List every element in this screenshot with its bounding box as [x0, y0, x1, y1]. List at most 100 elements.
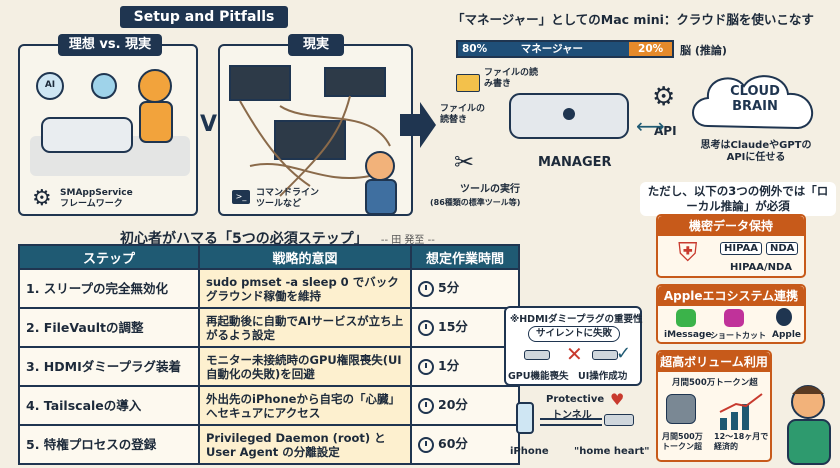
wrench-icon: ✂ [454, 148, 475, 176]
volume-left-label: 月間500万トークン超 [662, 432, 703, 451]
growth-chart-icon [719, 393, 763, 430]
ideal-label: 理想 vs. 現実 [58, 34, 162, 56]
step-cell: 1. スリープの完全無効化 [18, 268, 200, 309]
cmd-caption: コマンドライン ツールなど [256, 188, 336, 210]
message-icon [676, 309, 696, 327]
folder-icon [456, 74, 480, 92]
steps-table: ステップ 戦略的意図 想定作業時間 1. スリープの完全無効化 sudo pms… [18, 244, 520, 465]
home-mac-icon [604, 414, 634, 426]
hipaa-tag: HIPAA [720, 242, 762, 255]
table-row: 1. スリープの完全無効化 sudo pmset -a sleep 0 でバック… [18, 268, 520, 309]
ui-success-label: UI操作成功 [578, 371, 628, 382]
brain-share: 20% [629, 42, 672, 56]
step-cell: 5. 特権プロセスの登録 [18, 424, 200, 465]
time-cell: 5分 [410, 268, 520, 309]
file-write-label: ファイルの読替き [440, 104, 486, 125]
volume-box: 超高ボリューム利用 月間500万トークン超 月間500万トークン超 12〜18ヶ… [656, 350, 772, 462]
tunnel-label: トンネル [552, 410, 592, 421]
role-bar: 80% マネージャー 20% [456, 40, 674, 58]
apple-box: Appleエコシステム連携 iMessage ショートカット Apple [656, 284, 806, 344]
cloud-brain-label: CLOUD BRAIN [730, 84, 780, 114]
table-row: 3. HDMIダミープラグ装着 モニター未接続時のGPU権限喪失(UI自動化の失… [18, 346, 520, 387]
shield-icon: ⛨ [678, 238, 698, 268]
table-row: 2. FileVaultの調整 再起動後に自動でAIサービスが立ち上がるよう設定… [18, 307, 520, 348]
tool-note-label: (86種類の標準ツール等) [430, 198, 521, 207]
database-icon [666, 394, 696, 424]
iphone-icon [516, 402, 534, 434]
ideal-panel: 理想 vs. 現実 AI ⚙ SMAppService フレームワーク [18, 34, 198, 216]
reality-panel: 現実 >_ コマンドライン ツールなど [218, 34, 413, 216]
imessage-label: iMessage [664, 330, 712, 340]
ideal-caption-line2: フレームワーク [60, 199, 123, 209]
volume-top-label: 月間500万トークン超 [672, 378, 758, 388]
gear-icon: ⚙ [32, 186, 52, 211]
time-cell: 60分 [410, 424, 520, 465]
clock-icon [418, 436, 434, 453]
api-arrow-icon: ⟷ [636, 114, 665, 138]
check-icon: ✓ [616, 343, 632, 364]
time-cell: 20分 [410, 385, 520, 426]
hipaa-caption: HIPAA/NDA [730, 262, 793, 273]
ideal-caption-line1: SMAppService [60, 188, 133, 198]
setup-title: Setup and Pitfalls [120, 6, 288, 28]
apple-head: Appleエコシステム連携 [658, 286, 804, 306]
steps-title: 初心者がハマる「5つの必須ステップ」 -- 田 発至 -- [120, 228, 520, 248]
shortcut-icon [724, 309, 744, 327]
time-cell: 1分 [410, 346, 520, 387]
nda-tag: NDA [766, 242, 799, 255]
purpose-cell: Privileged Daemon (root) と User Agent の分… [198, 424, 412, 465]
brain-label: 脳 (推論) [680, 44, 727, 57]
manager-share: 80% マネージャー [458, 42, 630, 56]
time-value: 60分 [438, 436, 468, 452]
purpose-cell: sudo pmset -a sleep 0 でバックグラウンド稼働を維持 [198, 268, 412, 309]
cloud-note: 思考はClaudeやGPTのAPIに任せる [700, 140, 812, 163]
apple-icon [776, 308, 792, 326]
exception-title: ただし、以下の3つの例外では「ローカル推論」が必須 [640, 182, 836, 216]
table-row: 5. 特権プロセスの登録 Privileged Daemon (root) と … [18, 424, 520, 465]
ideal-illustration [30, 69, 190, 176]
clock-icon [418, 280, 434, 297]
shortcut-label: ショートカット [710, 331, 766, 340]
heart-icon: ♥ [610, 390, 625, 409]
hdmi-title: ※HDMIダミープラグの重要性 [510, 314, 643, 325]
cloud-icon [692, 75, 814, 130]
col-purpose: 戦略的意図 [198, 244, 412, 270]
iphone-label: iPhone [510, 446, 549, 457]
tool-exec-label: ツールの実行 [460, 184, 520, 195]
gear-icon: ⚙ [652, 82, 676, 112]
confidential-head: 機密データ保持 [658, 216, 804, 236]
confidential-box: 機密データ保持 ⛨ HIPAA NDA HIPAA/NDA [656, 214, 806, 278]
steps-title-text: 初心者がハマる「5つの必須ステップ」 [120, 231, 368, 247]
clock-icon [418, 319, 434, 336]
time-value: 20分 [438, 397, 468, 413]
gpu-fail-label: GPU機能喪失 [508, 371, 569, 382]
manager-share-label: マネージャー [520, 43, 584, 55]
api-label: API [654, 124, 677, 138]
manager-label: MANAGER [538, 155, 612, 170]
silent-fail-pill: サイレントに失敗 [528, 326, 620, 342]
cmd-caption-line1: コマンドライン [256, 188, 320, 198]
thinking-person-illustration [787, 385, 831, 465]
col-step: ステップ [18, 244, 200, 270]
hdmi-box: ※HDMIダミープラグの重要性 サイレントに失敗 ✕ ✓ GPU機能喪失 UI操… [504, 306, 643, 386]
time-value: 1分 [438, 358, 460, 374]
step-cell: 2. FileVaultの調整 [18, 307, 200, 348]
file-read-label: ファイルの読み書き [484, 68, 539, 89]
x-icon: ✕ [566, 342, 583, 366]
purpose-cell: モニター未接続時のGPU権限喪失(UI自動化の失敗)を回避 [198, 346, 412, 387]
home-heart-label: "home heart" [574, 446, 650, 457]
apple-label: Apple [772, 330, 802, 340]
manager-share-pct: 80% [462, 43, 488, 55]
volume-head: 超高ボリューム利用 [658, 352, 770, 372]
ideal-caption: SMAppService フレームワーク [60, 188, 150, 210]
step-cell: 3. HDMIダミープラグ装着 [18, 346, 200, 387]
big-arrow-icon [400, 102, 436, 148]
cmd-caption-line2: ツールなど [256, 199, 302, 209]
mac-icon [592, 350, 618, 360]
reality-illustration [229, 65, 397, 215]
steps-title-stamp: -- 田 発至 -- [380, 235, 435, 246]
time-cell: 15分 [410, 307, 520, 348]
time-value: 5分 [438, 280, 460, 296]
time-value: 15分 [438, 319, 468, 335]
protective-label: Protective [546, 394, 605, 405]
